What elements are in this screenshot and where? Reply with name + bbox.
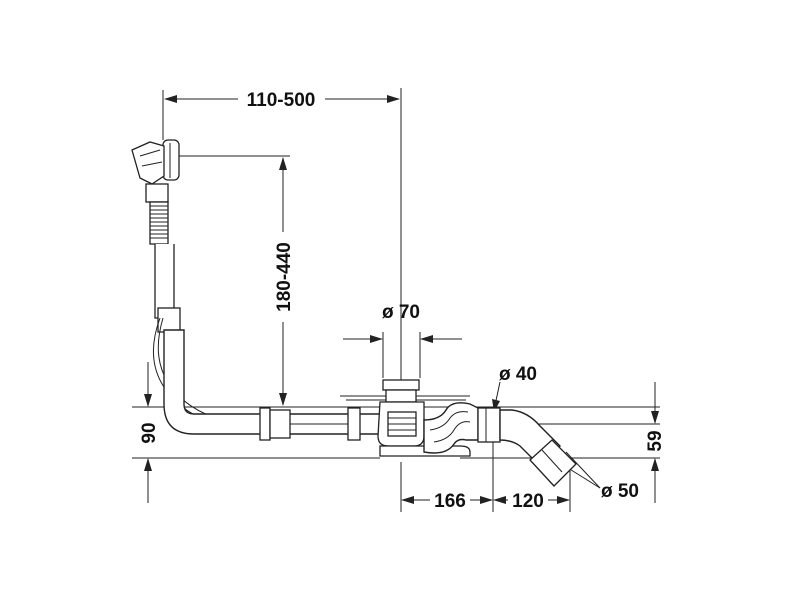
dimension-overflow-height — [279, 157, 287, 406]
label-outlet-diameter-small: ø 40 — [499, 364, 537, 385]
label-overflow-height: 180-440 — [274, 242, 295, 312]
label-height-right: 59 — [645, 430, 666, 451]
connecting-pipe — [163, 329, 381, 441]
dimension-height-left — [144, 362, 152, 503]
siphon-outlet — [423, 402, 577, 487]
dimension-drain-diameter — [343, 335, 462, 343]
label-distance-drain-outlet: 166 — [434, 491, 466, 512]
dimension-overflow-reach — [164, 95, 400, 103]
label-overflow-reach: 110-500 — [247, 90, 316, 111]
overflow-assembly — [131, 139, 341, 434]
label-height-left: 90 — [139, 422, 160, 443]
dimension-height-right — [651, 382, 659, 503]
label-outlet-diameter-large: ø 50 — [601, 481, 639, 502]
label-distance-outlet-end: 120 — [512, 491, 544, 512]
label-drain-diameter: ø 70 — [382, 302, 420, 323]
dimension-bottom-distances — [401, 496, 570, 504]
